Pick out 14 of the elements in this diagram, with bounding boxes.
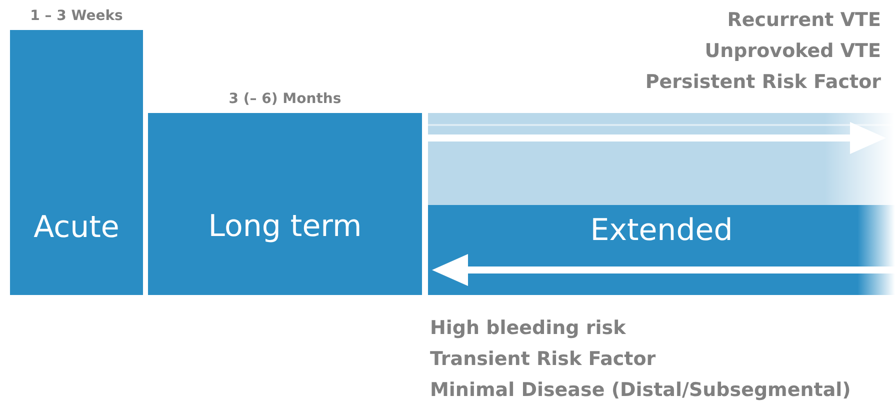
criterion-text: Persistent Risk Factor bbox=[645, 70, 881, 95]
criterion-text: High bleeding risk bbox=[430, 316, 626, 341]
criterion-text: Transient Risk Factor bbox=[430, 347, 656, 372]
phase-block bbox=[10, 30, 143, 295]
criterion-text: Unprovoked VTE bbox=[704, 39, 881, 64]
phase-name: Acute bbox=[34, 210, 120, 245]
phase-name: Extended bbox=[590, 212, 733, 248]
phase-block bbox=[148, 113, 422, 295]
duration-label: 1 – 3 Weeks bbox=[29, 8, 124, 24]
criterion-text: Minimal Disease (Distal/Subsegmental) bbox=[430, 378, 851, 403]
phase-name: Long term bbox=[208, 209, 362, 244]
duration-label: 3 (– 6) Months bbox=[228, 91, 342, 107]
phase-block bbox=[428, 205, 895, 295]
criterion-text: Recurrent VTE bbox=[727, 8, 881, 33]
